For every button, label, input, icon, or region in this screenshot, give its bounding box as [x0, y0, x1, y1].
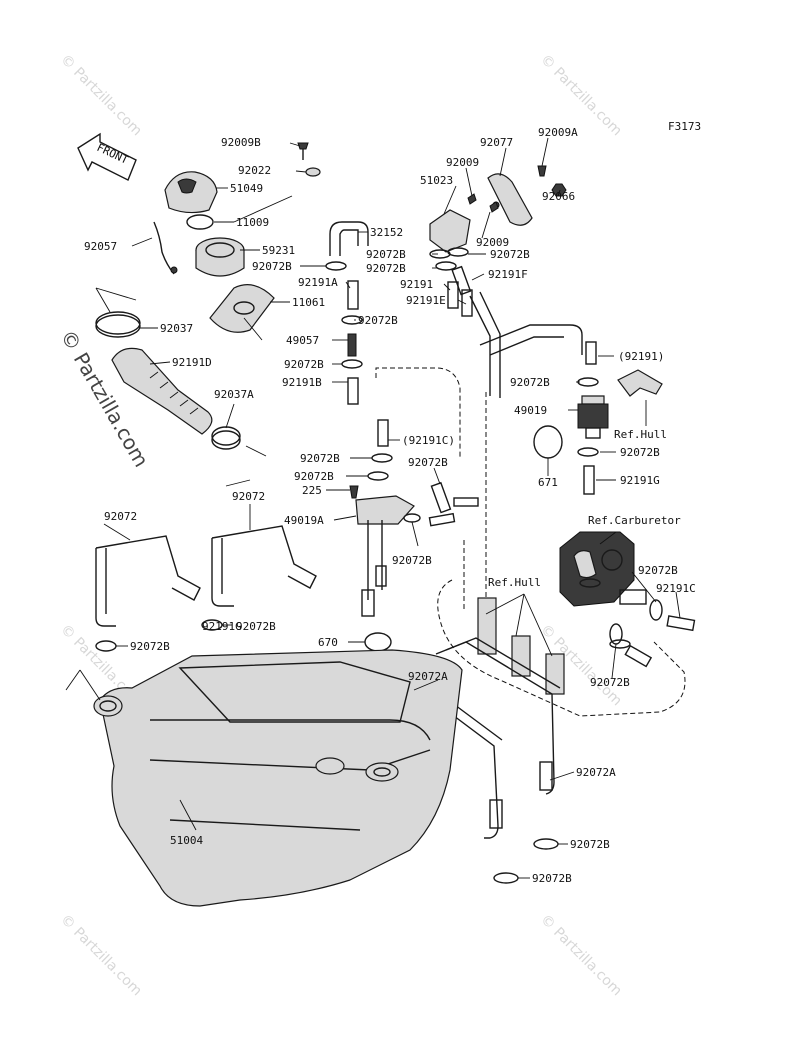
- part-label: 49019A: [284, 514, 324, 527]
- part-label: 92191D: [172, 356, 212, 369]
- clip-92072B: [579, 578, 601, 588]
- front-arrow: FRONT: [77, 132, 137, 181]
- part-label: 32152: [370, 226, 403, 239]
- part-label: 92072B: [638, 564, 678, 577]
- part-label: 49057: [286, 334, 319, 347]
- tank-straps: [95, 525, 561, 839]
- part-label: 92072B: [236, 620, 276, 633]
- part-label: 92072B: [284, 358, 324, 371]
- part-label: 92191: [400, 278, 433, 291]
- part-label: 92072B: [358, 314, 398, 327]
- breather-assembly: [429, 165, 583, 612]
- part-label: 92191B: [282, 376, 322, 389]
- part-label: 92057: [84, 240, 117, 253]
- part-labels: 92009B 92022 51049 11009 92057 59231 920…: [84, 126, 696, 885]
- ref-hull-upper: Ref.Hull: [614, 428, 667, 441]
- part-label: 92072A: [576, 766, 616, 779]
- part-label: 92009: [446, 156, 479, 169]
- part-label: 92191E: [406, 294, 446, 307]
- part-label: 92072A: [408, 670, 448, 683]
- part-label: 92191F: [488, 268, 528, 281]
- part-label: 670: [318, 636, 338, 649]
- part-label: 92009B: [221, 136, 261, 149]
- part-label: 92072: [104, 510, 137, 523]
- part-label: 92072B: [620, 446, 660, 459]
- part-label: 92072B: [294, 470, 334, 483]
- part-label: 92072B: [130, 640, 170, 653]
- filler-cap-assembly: [95, 142, 321, 450]
- leader-lines: [65, 137, 681, 879]
- part-label: 92191G: [620, 474, 660, 487]
- ref-hull-lower: Ref.Hull: [488, 576, 541, 589]
- part-label: 671: [538, 476, 558, 489]
- watermark-side: © Partzilla.com: [56, 326, 154, 472]
- part-label: 92191C: [656, 582, 696, 595]
- part-label: (92191): [618, 350, 664, 363]
- front-arrow-text: FRONT: [95, 141, 131, 167]
- part-label: 51023: [420, 174, 453, 187]
- part-label: 92072B: [490, 248, 530, 261]
- part-label: 92072B: [366, 248, 406, 261]
- clip-92072B: [533, 838, 559, 850]
- part-label: 92072B: [392, 554, 432, 567]
- part-label: 92022: [238, 164, 271, 177]
- clip-92072B: [493, 872, 519, 884]
- part-label: 11009: [236, 216, 269, 229]
- part-label: 92009A: [538, 126, 578, 139]
- part-label: 92072: [232, 490, 265, 503]
- part-label: 92072B: [510, 376, 550, 389]
- filter-assembly: [437, 341, 696, 717]
- part-label: 92037A: [214, 388, 254, 401]
- ref-carburetor: Ref.Carburetor: [588, 514, 681, 527]
- hull-clamp-set: [477, 597, 565, 695]
- part-label: 92072B: [408, 456, 448, 469]
- clip-92072B: [609, 639, 631, 649]
- part-label: 92072B: [252, 260, 292, 273]
- figure-code: F3173: [668, 120, 701, 133]
- part-label: 92072B: [532, 872, 572, 885]
- fuel-tank: [93, 640, 463, 907]
- watermark-tile: © Partzilla.com: [57, 52, 145, 140]
- part-label: 92072B: [570, 838, 610, 851]
- part-label: 11061: [292, 296, 325, 309]
- part-label: 92072B: [300, 452, 340, 465]
- part-label: 92072B: [366, 262, 406, 275]
- part-label: 51049: [230, 182, 263, 195]
- part-label: (92191C): [402, 434, 455, 447]
- part-label: 92077: [480, 136, 513, 149]
- hose-assembly: [201, 221, 479, 770]
- part-label: 49019: [514, 404, 547, 417]
- part-label: 59231: [262, 244, 295, 257]
- part-label: 92037: [160, 322, 193, 335]
- part-label: 225: [302, 484, 322, 497]
- watermark-tile: © Partzilla.com: [57, 912, 145, 1000]
- part-label: 92191A: [298, 276, 338, 289]
- part-label: 92066: [542, 190, 575, 203]
- part-label: 92009: [476, 236, 509, 249]
- watermark-tile: © Partzilla.com: [537, 912, 625, 1000]
- part-label: 92191G: [202, 620, 242, 633]
- part-label: 92072B: [590, 676, 630, 689]
- part-label: 51004: [170, 834, 203, 847]
